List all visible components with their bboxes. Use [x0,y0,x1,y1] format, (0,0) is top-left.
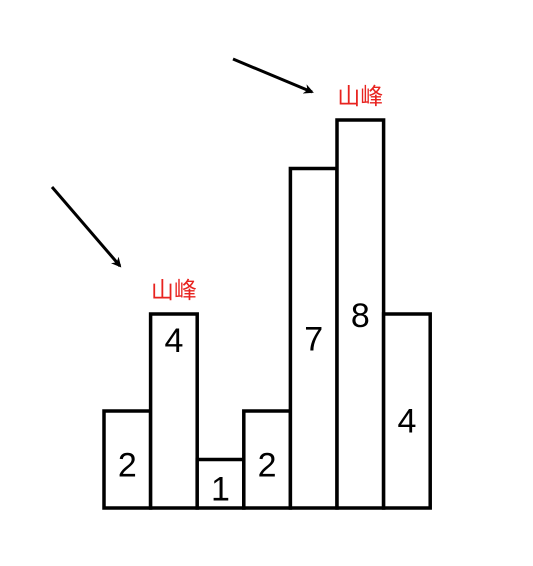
bar-value-label: 4 [164,322,183,360]
bar-value-label: 2 [118,446,137,484]
histogram-bar [288,166,339,510]
peak-label: 山峰 [337,84,383,110]
bar-value-label: 7 [304,321,323,359]
bar-value-label: 8 [351,297,370,335]
histogram-bar [102,409,153,510]
histogram-bar [148,312,199,510]
peak-arrow [232,57,314,94]
bar-value-label: 4 [397,403,416,441]
histogram-bar [195,457,246,510]
bars-group [102,118,432,510]
bar-value-label: 2 [258,446,277,484]
peak-label: 山峰 [151,278,197,304]
histogram-bar [335,118,386,510]
bar-value-label: 1 [211,471,230,509]
histogram-bar [381,312,432,510]
peak-arrow [50,186,122,268]
